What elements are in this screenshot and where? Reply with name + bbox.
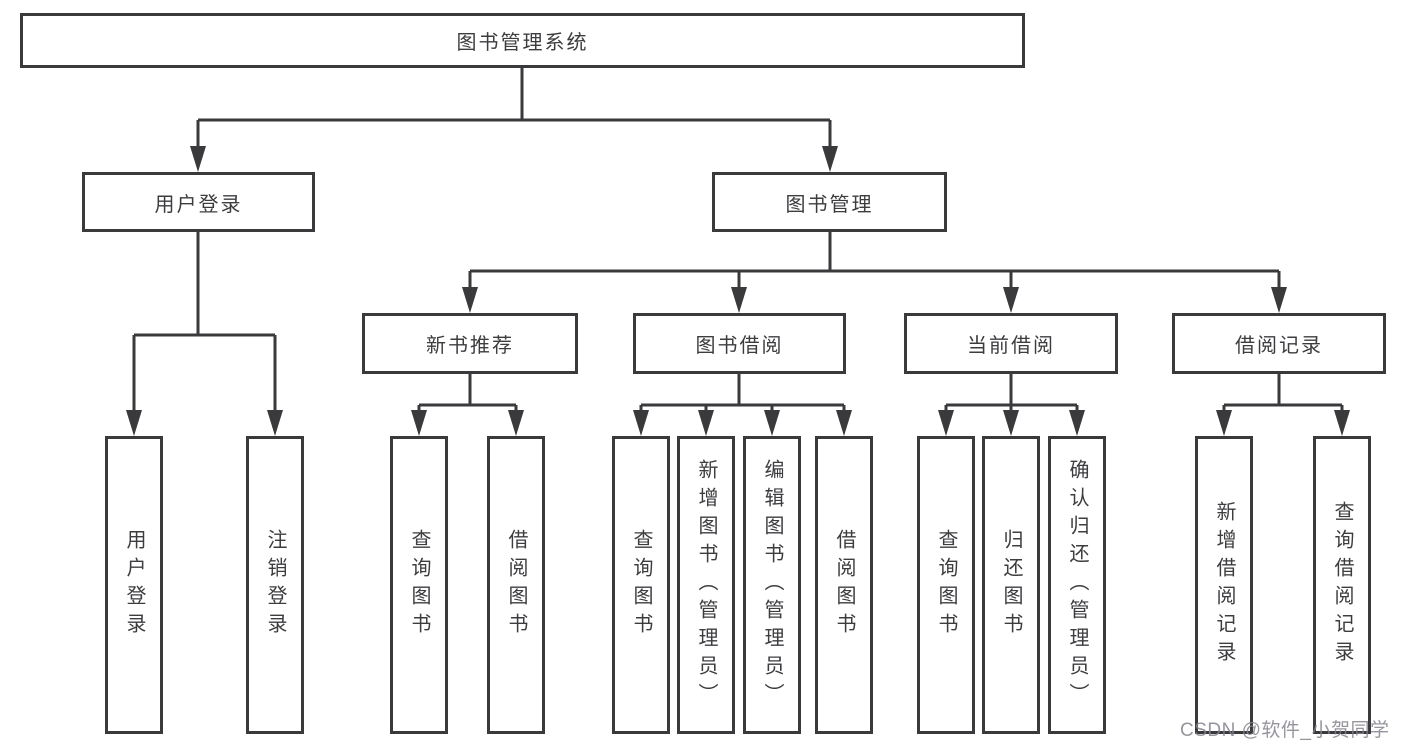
node-label: 图书借阅 [695, 335, 784, 357]
arrow-down-icon [1216, 410, 1232, 436]
arrow-down-icon [267, 410, 283, 436]
node-library-management-system: 图书管理系统 [20, 13, 1025, 68]
node-user-login: 用户登录 [82, 172, 315, 232]
arrow-down-icon [1003, 410, 1019, 436]
arrow-down-icon [508, 410, 524, 436]
connectors-new-book-recommend [411, 374, 524, 436]
leaf-label: 确认归还（管理员） [1066, 459, 1088, 711]
leaf-edit-book-admin: 编辑图书（管理员） [743, 436, 801, 734]
node-label: 借阅记录 [1235, 335, 1323, 357]
leaf-return-books: 归还图书 [982, 436, 1040, 734]
leaf-label: 借阅图书 [833, 529, 855, 641]
leaf-user-login: 用户登录 [105, 436, 163, 734]
leaf-label: 新增借阅记录 [1213, 501, 1235, 669]
leaf-search-books-borrowing: 查询图书 [612, 436, 670, 734]
arrow-down-icon [633, 410, 649, 436]
arrow-down-icon [836, 410, 852, 436]
arrow-down-icon [698, 410, 714, 436]
node-borrowing-records: 借阅记录 [1172, 313, 1386, 374]
leaf-confirm-return-admin: 确认归还（管理员） [1048, 436, 1106, 734]
arrow-down-icon [190, 146, 206, 172]
leaf-label: 查询图书 [630, 529, 652, 641]
leaf-label: 新增图书（管理员） [695, 459, 717, 711]
arrow-down-icon [731, 287, 747, 313]
connectors-book-borrowing [633, 374, 852, 436]
connectors-current-borrowing [938, 374, 1085, 436]
leaf-label: 注销登录 [264, 529, 286, 641]
leaf-search-books-recommend: 查询图书 [390, 436, 448, 734]
node-new-book-recommend: 新书推荐 [362, 313, 578, 374]
leaf-borrow-books-borrowing: 借阅图书 [815, 436, 873, 734]
leaf-add-book-admin: 新增图书（管理员） [677, 436, 735, 734]
arrow-down-icon [938, 410, 954, 436]
node-label: 用户登录 [154, 193, 243, 216]
leaf-label: 用户登录 [123, 529, 145, 641]
connectors-root [190, 67, 838, 172]
leaf-add-borrow-record: 新增借阅记录 [1195, 436, 1253, 734]
arrow-down-icon [126, 410, 142, 436]
arrow-down-icon [822, 146, 838, 172]
arrow-down-icon [1271, 287, 1287, 313]
leaf-label: 借阅图书 [505, 529, 527, 641]
connectors-user-login [126, 232, 283, 436]
leaf-label: 编辑图书（管理员） [761, 459, 783, 711]
arrow-down-icon [411, 410, 427, 436]
arrow-down-icon [764, 410, 780, 436]
leaf-label: 查询图书 [408, 529, 430, 641]
arrow-down-icon [1334, 410, 1350, 436]
connectors-book-management [462, 232, 1287, 313]
leaf-label: 查询借阅记录 [1331, 501, 1353, 669]
leaf-search-books-current: 查询图书 [917, 436, 975, 734]
node-label: 图书管理系统 [456, 32, 589, 54]
node-book-management: 图书管理 [712, 172, 947, 232]
connectors-borrowing-records [1216, 374, 1350, 436]
csdn-watermark: CSDN @软件_小贺同学 [1180, 720, 1390, 741]
arrow-down-icon [1069, 410, 1085, 436]
arrow-down-icon [1003, 287, 1019, 313]
node-label: 新书推荐 [426, 335, 514, 357]
leaf-logout: 注销登录 [246, 436, 304, 734]
leaf-label: 查询图书 [935, 529, 957, 641]
leaf-search-borrow-record: 查询借阅记录 [1313, 436, 1371, 734]
arrow-down-icon [462, 287, 478, 313]
node-label: 当前借阅 [967, 335, 1055, 357]
node-book-borrowing: 图书借阅 [633, 313, 846, 374]
node-label: 图书管理 [785, 193, 874, 216]
node-current-borrowing: 当前借阅 [904, 313, 1118, 374]
leaf-label: 归还图书 [1000, 529, 1022, 641]
leaf-borrow-books-recommend: 借阅图书 [487, 436, 545, 734]
